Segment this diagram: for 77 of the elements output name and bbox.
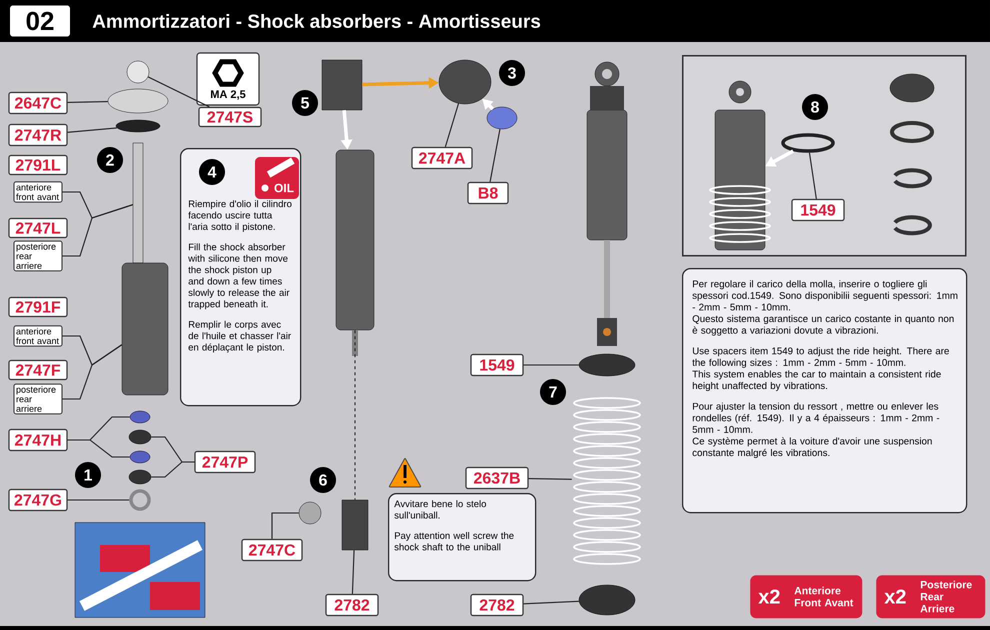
quantity-badge: x2 Anteriore Front Avant	[750, 575, 862, 618]
shock-body-drawing	[122, 262, 168, 396]
instruction-box: Per regolare il carico della molla, inserire o togliere gli spessori cod.1549. Sono disponibilii seguenti spessori: 1mm - 2mm - 5mm - 10mm. Questo sistema garantisce un carico costante in quanto non è soggetto a variazioni dovute a vibrazioni. Use spacers item 1549 to adjust the ride height. There are the following sizes : 1mm - 2mm - 5mm - 10mm. This system enables the car to maintain a consistent ride height unaffected by vibrations. Pour ajuster la tension du ressort , mettre ou enlever les rondelles (réf. 1549). Il y a 4 épaisseurs : 1mm - 2mm - 5mm - 10mm. Ce système permet à la voiture d'avoir une suspension constante malgré les vibrations.	[682, 268, 968, 514]
cap-drawing	[108, 88, 168, 114]
step-number: 2	[97, 147, 123, 173]
step-number: 3	[499, 60, 525, 86]
leader-line	[148, 76, 210, 108]
spacer-drawing	[128, 470, 152, 484]
part-number-label: 2747R	[8, 124, 68, 146]
step-number: 8	[802, 94, 828, 120]
collar-drawing	[578, 584, 636, 616]
part-number-label: 2782	[325, 594, 379, 616]
leader-line	[151, 461, 194, 478]
variant-label: posteriore rear arriere	[14, 240, 62, 272]
leader-line	[68, 499, 130, 501]
o-ring-drawing	[130, 410, 150, 424]
assembly-photo	[74, 522, 206, 618]
part-number-label: 2747H	[8, 428, 68, 452]
leader-line	[490, 128, 500, 182]
rod-end-drawing	[342, 500, 368, 550]
variant-label: anteriore front avant	[14, 181, 62, 203]
leader-line	[68, 127, 117, 133]
spring-drawing	[573, 397, 641, 565]
leader-line	[68, 101, 108, 103]
leader-line	[528, 478, 572, 480]
quantity-badge: x2 Posteriore Rear Arriere	[876, 575, 986, 618]
oil-badge: OIL	[255, 157, 299, 199]
nut-drawing	[126, 60, 150, 84]
step-number: 5	[292, 90, 318, 116]
part-number-label: 2747L	[8, 218, 68, 238]
part-number-label: 2791L	[8, 154, 68, 176]
shock-body-drawing	[336, 150, 374, 356]
leader-line	[68, 439, 130, 458]
part-number-label: 2637B	[465, 466, 529, 490]
part-number-label: 2747F	[8, 360, 68, 380]
leader-line	[444, 103, 460, 148]
part-number-label: B8	[467, 182, 509, 204]
step-number: 4	[199, 159, 225, 185]
instruction-box: Avvitare bene lo stelo sull'uniball. Pay attention well screw the shock shaft to the uniball	[388, 493, 536, 582]
circlip-drawing	[129, 489, 151, 511]
dashed-line	[354, 330, 356, 500]
part-number-label: 2747C	[241, 538, 303, 562]
spacer-ring-drawing	[781, 133, 835, 153]
part-number-label: 2791F	[8, 296, 68, 318]
membrane-drawing	[486, 106, 518, 130]
step-number: 7	[540, 379, 566, 405]
part-number-label: 2747A	[411, 146, 473, 170]
leader-line	[808, 152, 817, 199]
shock-drawing	[586, 62, 628, 346]
variant-label: posteriore rear arriere	[14, 384, 62, 414]
leader-line	[524, 364, 579, 366]
shaft-drawing	[132, 142, 144, 264]
part-number-label: 2747S	[198, 106, 262, 128]
step-number: 1	[75, 462, 101, 488]
shock-cap-drawing	[438, 60, 492, 104]
leader-line	[271, 512, 299, 539]
o-ring-drawing	[130, 450, 150, 464]
shock-cap-drawing	[322, 60, 362, 110]
leader-line	[62, 204, 133, 257]
variant-label: anteriore front avant	[14, 325, 62, 347]
part-number-label: 1549	[791, 198, 845, 222]
part-number-label: 2747G	[8, 488, 68, 512]
title: Ammortizzatori - Shock absorbers - Amortisseurs	[92, 14, 540, 28]
shock-drawing	[709, 80, 771, 250]
step-number: 6	[310, 467, 336, 493]
ball-drawing	[298, 502, 322, 524]
leader-line	[62, 344, 122, 400]
spacer-drawing	[578, 354, 636, 376]
part-number-label: 2782	[470, 594, 524, 616]
washer-drawing	[116, 120, 160, 132]
leader-line	[524, 600, 579, 604]
part-number-label: 1549	[470, 354, 524, 376]
spacer-drawing	[128, 430, 152, 444]
step-badge: 02	[10, 6, 70, 36]
part-number-label: 2747P	[194, 450, 256, 474]
leader-line	[352, 550, 355, 594]
part-number-label: 2647C	[8, 92, 68, 114]
